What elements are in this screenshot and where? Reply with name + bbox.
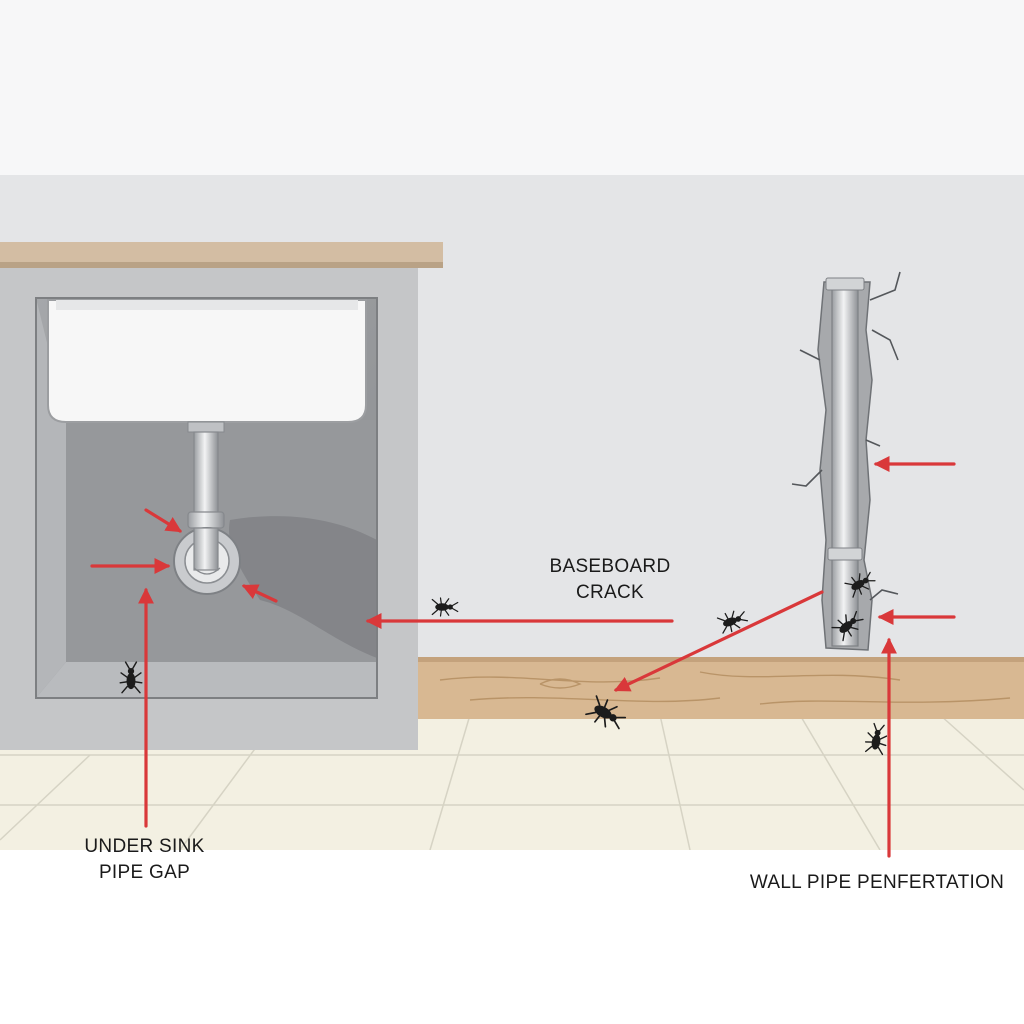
- wall-pipe-penetration-label: WALL PIPE PENFERTATION: [749, 872, 1005, 893]
- baseboard-label-line2: CRACK: [575, 582, 644, 603]
- arrow-icon: [90, 456, 956, 858]
- baseboard-label-line1: BASEBOARD: [549, 556, 671, 577]
- wall-pipe-icon: [791, 271, 901, 651]
- arrow-pipe-right: [241, 584, 278, 603]
- p-trap-pipe-icon: [173, 421, 241, 595]
- baseboard-crack-label: BASEBOARD CRACK: [525, 554, 695, 606]
- under-sink-label-line1: UNDER SINK: [84, 836, 205, 857]
- under-sink-pipe-gap-label: UNDER SINK PIPE GAP: [62, 834, 227, 886]
- sink-icon: [47, 299, 367, 423]
- page-bottom-area: [0, 850, 1024, 1024]
- countertop: [0, 242, 443, 268]
- baseboard: [418, 657, 1024, 719]
- arrow-baseboard-crack: [613, 590, 824, 692]
- under-sink-label-line2: PIPE GAP: [98, 862, 191, 883]
- arrow-pipe-top: [144, 508, 183, 533]
- ceiling-area: [0, 0, 1024, 175]
